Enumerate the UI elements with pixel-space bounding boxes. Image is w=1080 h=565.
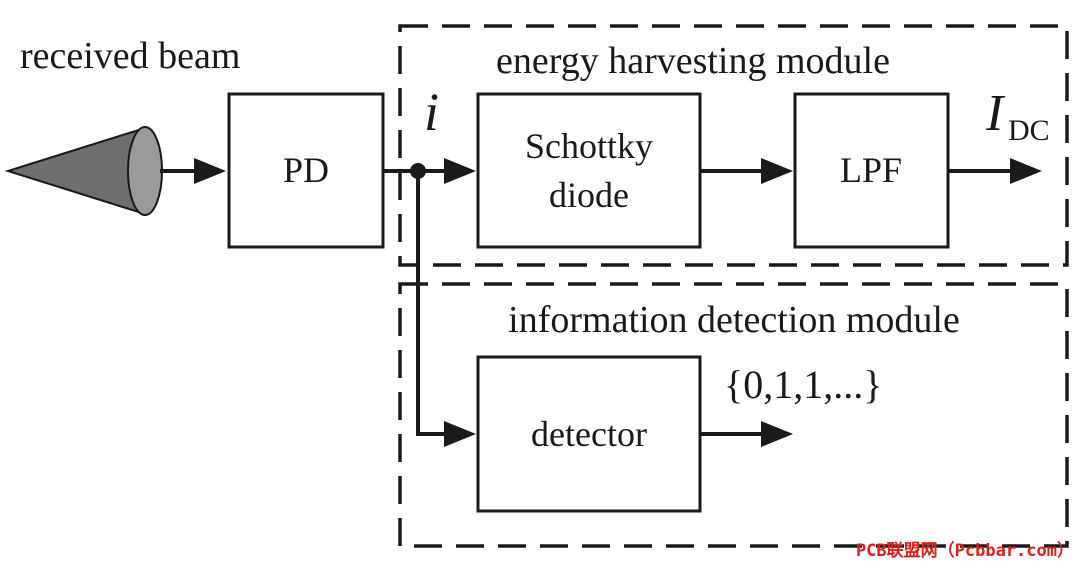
information-detection-module-box <box>398 282 1069 548</box>
energy-harvesting-module-box <box>398 24 1069 267</box>
arrow-lpf-output <box>948 158 1042 184</box>
lpf-block <box>793 92 950 249</box>
lpf-label: LPF <box>840 150 902 190</box>
detector-block <box>476 355 702 513</box>
beam-cone-icon <box>4 126 163 216</box>
current-i-label: i <box>424 82 439 142</box>
pd-label: PD <box>283 150 329 190</box>
arrow-detector-output <box>700 421 793 447</box>
schottky-diode-block <box>476 92 702 249</box>
information-detection-module-label: information detection module <box>508 299 960 341</box>
energy-harvesting-module-label: energy harvesting module <box>496 40 890 82</box>
arrow-branch-to-detector <box>416 421 476 447</box>
schottky-diode-label-line1: Schottky <box>525 126 653 166</box>
watermark-text: PCB联盟网（Pcbbar.com） <box>856 540 1074 561</box>
idc-label-subscript: DC <box>1008 114 1050 147</box>
arrow-beam-to-pd <box>160 158 226 184</box>
received-beam-label: received beam <box>20 35 240 77</box>
detector-label: detector <box>531 414 647 454</box>
schottky-diode-label-line2: diode <box>549 175 629 215</box>
idc-label-main: I <box>985 85 1006 142</box>
arrow-schottky-to-lpf <box>700 158 793 184</box>
bits-output-label: {0,1,1,...} <box>724 362 882 407</box>
arrow-junction-to-schottky <box>418 158 476 184</box>
